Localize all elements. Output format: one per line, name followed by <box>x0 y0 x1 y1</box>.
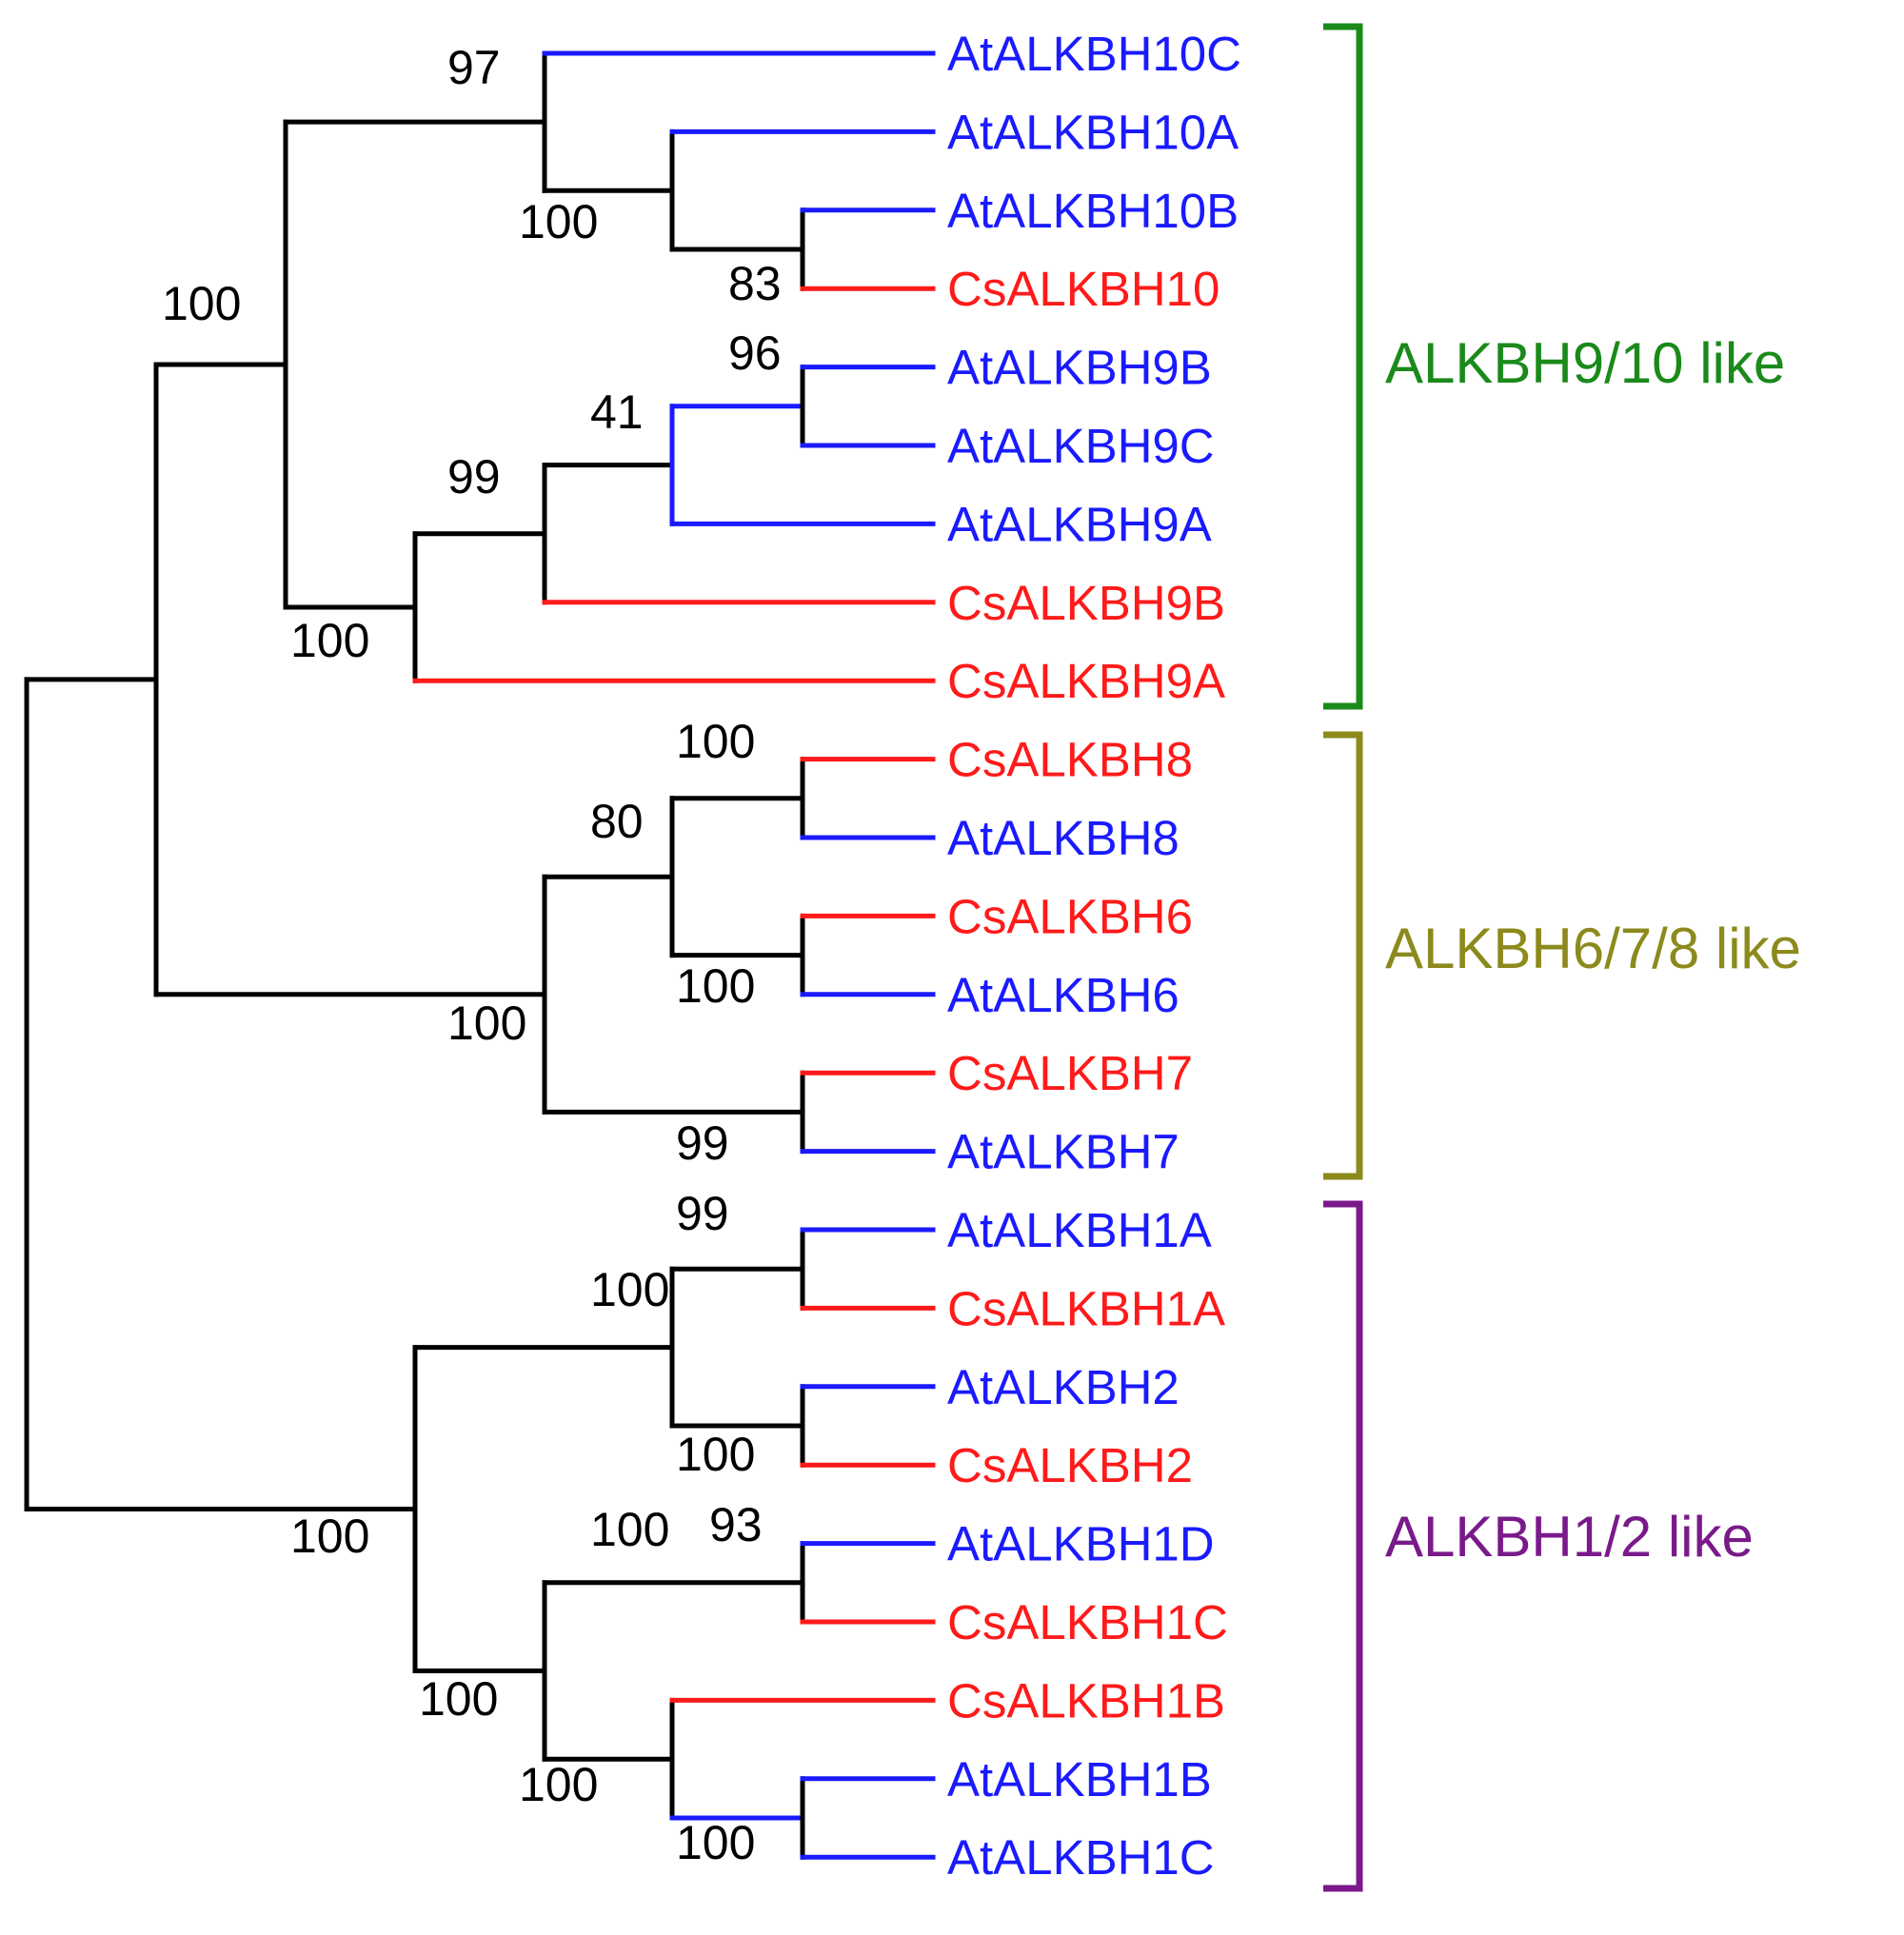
leaf-label: CsALKBH1A <box>947 1281 1225 1335</box>
bootstrap-value: 100 <box>676 715 755 768</box>
leaf-label: AtALKBH10B <box>947 184 1239 238</box>
leaf-label: AtALKBH10C <box>947 27 1241 81</box>
bootstrap-value: 100 <box>447 997 526 1050</box>
leaf-label: CsALKBH1C <box>947 1595 1228 1649</box>
leaf-label: AtALKBH10A <box>947 105 1239 159</box>
bootstrap-value: 93 <box>709 1498 763 1551</box>
leaf-label: CsALKBH8 <box>947 733 1193 787</box>
bootstrap-value: 100 <box>676 1816 755 1869</box>
bootstrap-value: 100 <box>290 1510 369 1563</box>
leaf-label: CsALKBH7 <box>947 1046 1193 1100</box>
bootstrap-value: 99 <box>447 450 501 503</box>
clade-bracket <box>1323 731 1363 1180</box>
leaf-label: AtALKBH1B <box>947 1752 1212 1807</box>
leaf-label: AtALKBH1C <box>947 1830 1215 1885</box>
leaf-label: CsALKBH2 <box>947 1438 1193 1492</box>
clade-label: ALKBH1/2 like <box>1385 1505 1754 1569</box>
leaf-label: AtALKBH1D <box>947 1517 1215 1571</box>
leaf-label: AtALKBH7 <box>947 1125 1180 1179</box>
tree-labels: AtALKBH10C AtALKBH10A AtALKBH10B CsALKBH10A… <box>162 27 1801 1885</box>
clade-bracket <box>1323 23 1363 710</box>
bootstrap-value: 83 <box>728 257 782 310</box>
leaf-label: AtALKBH2 <box>947 1360 1180 1414</box>
leaf-label: CsALKBH9B <box>947 576 1225 630</box>
clade-label: ALKBH9/10 like <box>1385 331 1785 395</box>
leaf-label: AtALKBH9A <box>947 497 1212 551</box>
bootstrap-value: 80 <box>590 795 644 848</box>
bootstrap-value: 99 <box>676 1187 729 1240</box>
leaf-label: AtALKBH1A <box>947 1203 1212 1257</box>
bootstrap-value: 100 <box>590 1503 669 1556</box>
leaf-label: AtALKBH6 <box>947 968 1180 1022</box>
leaf-label: CsALKBH6 <box>947 889 1193 943</box>
leaf-label: CsALKBH9A <box>947 654 1225 708</box>
leaf-label: AtALKBH8 <box>947 811 1180 865</box>
clade-bracket <box>1323 1200 1363 1892</box>
bootstrap-value: 100 <box>590 1263 669 1316</box>
bootstrap-value: 100 <box>162 277 241 330</box>
bootstrap-value: 100 <box>676 1428 755 1481</box>
leaf-label: CsALKBH10 <box>947 262 1220 316</box>
bootstrap-value: 100 <box>519 195 598 248</box>
leaf-label: AtALKBH9B <box>947 341 1212 395</box>
clade-brackets <box>1323 23 1363 1892</box>
tree-branches <box>24 50 936 1860</box>
bootstrap-value: 100 <box>419 1672 498 1726</box>
clade-label: ALKBH6/7/8 like <box>1385 917 1801 980</box>
leaf-label: AtALKBH9C <box>947 419 1215 473</box>
bootstrap-value: 100 <box>519 1758 598 1811</box>
bootstrap-value: 100 <box>290 614 369 667</box>
bootstrap-value: 100 <box>676 959 755 1013</box>
bootstrap-value: 96 <box>728 326 782 380</box>
bootstrap-value: 41 <box>590 385 644 439</box>
bootstrap-value: 99 <box>676 1116 729 1170</box>
bootstrap-value: 97 <box>447 41 501 94</box>
leaf-label: CsALKBH1B <box>947 1673 1225 1728</box>
